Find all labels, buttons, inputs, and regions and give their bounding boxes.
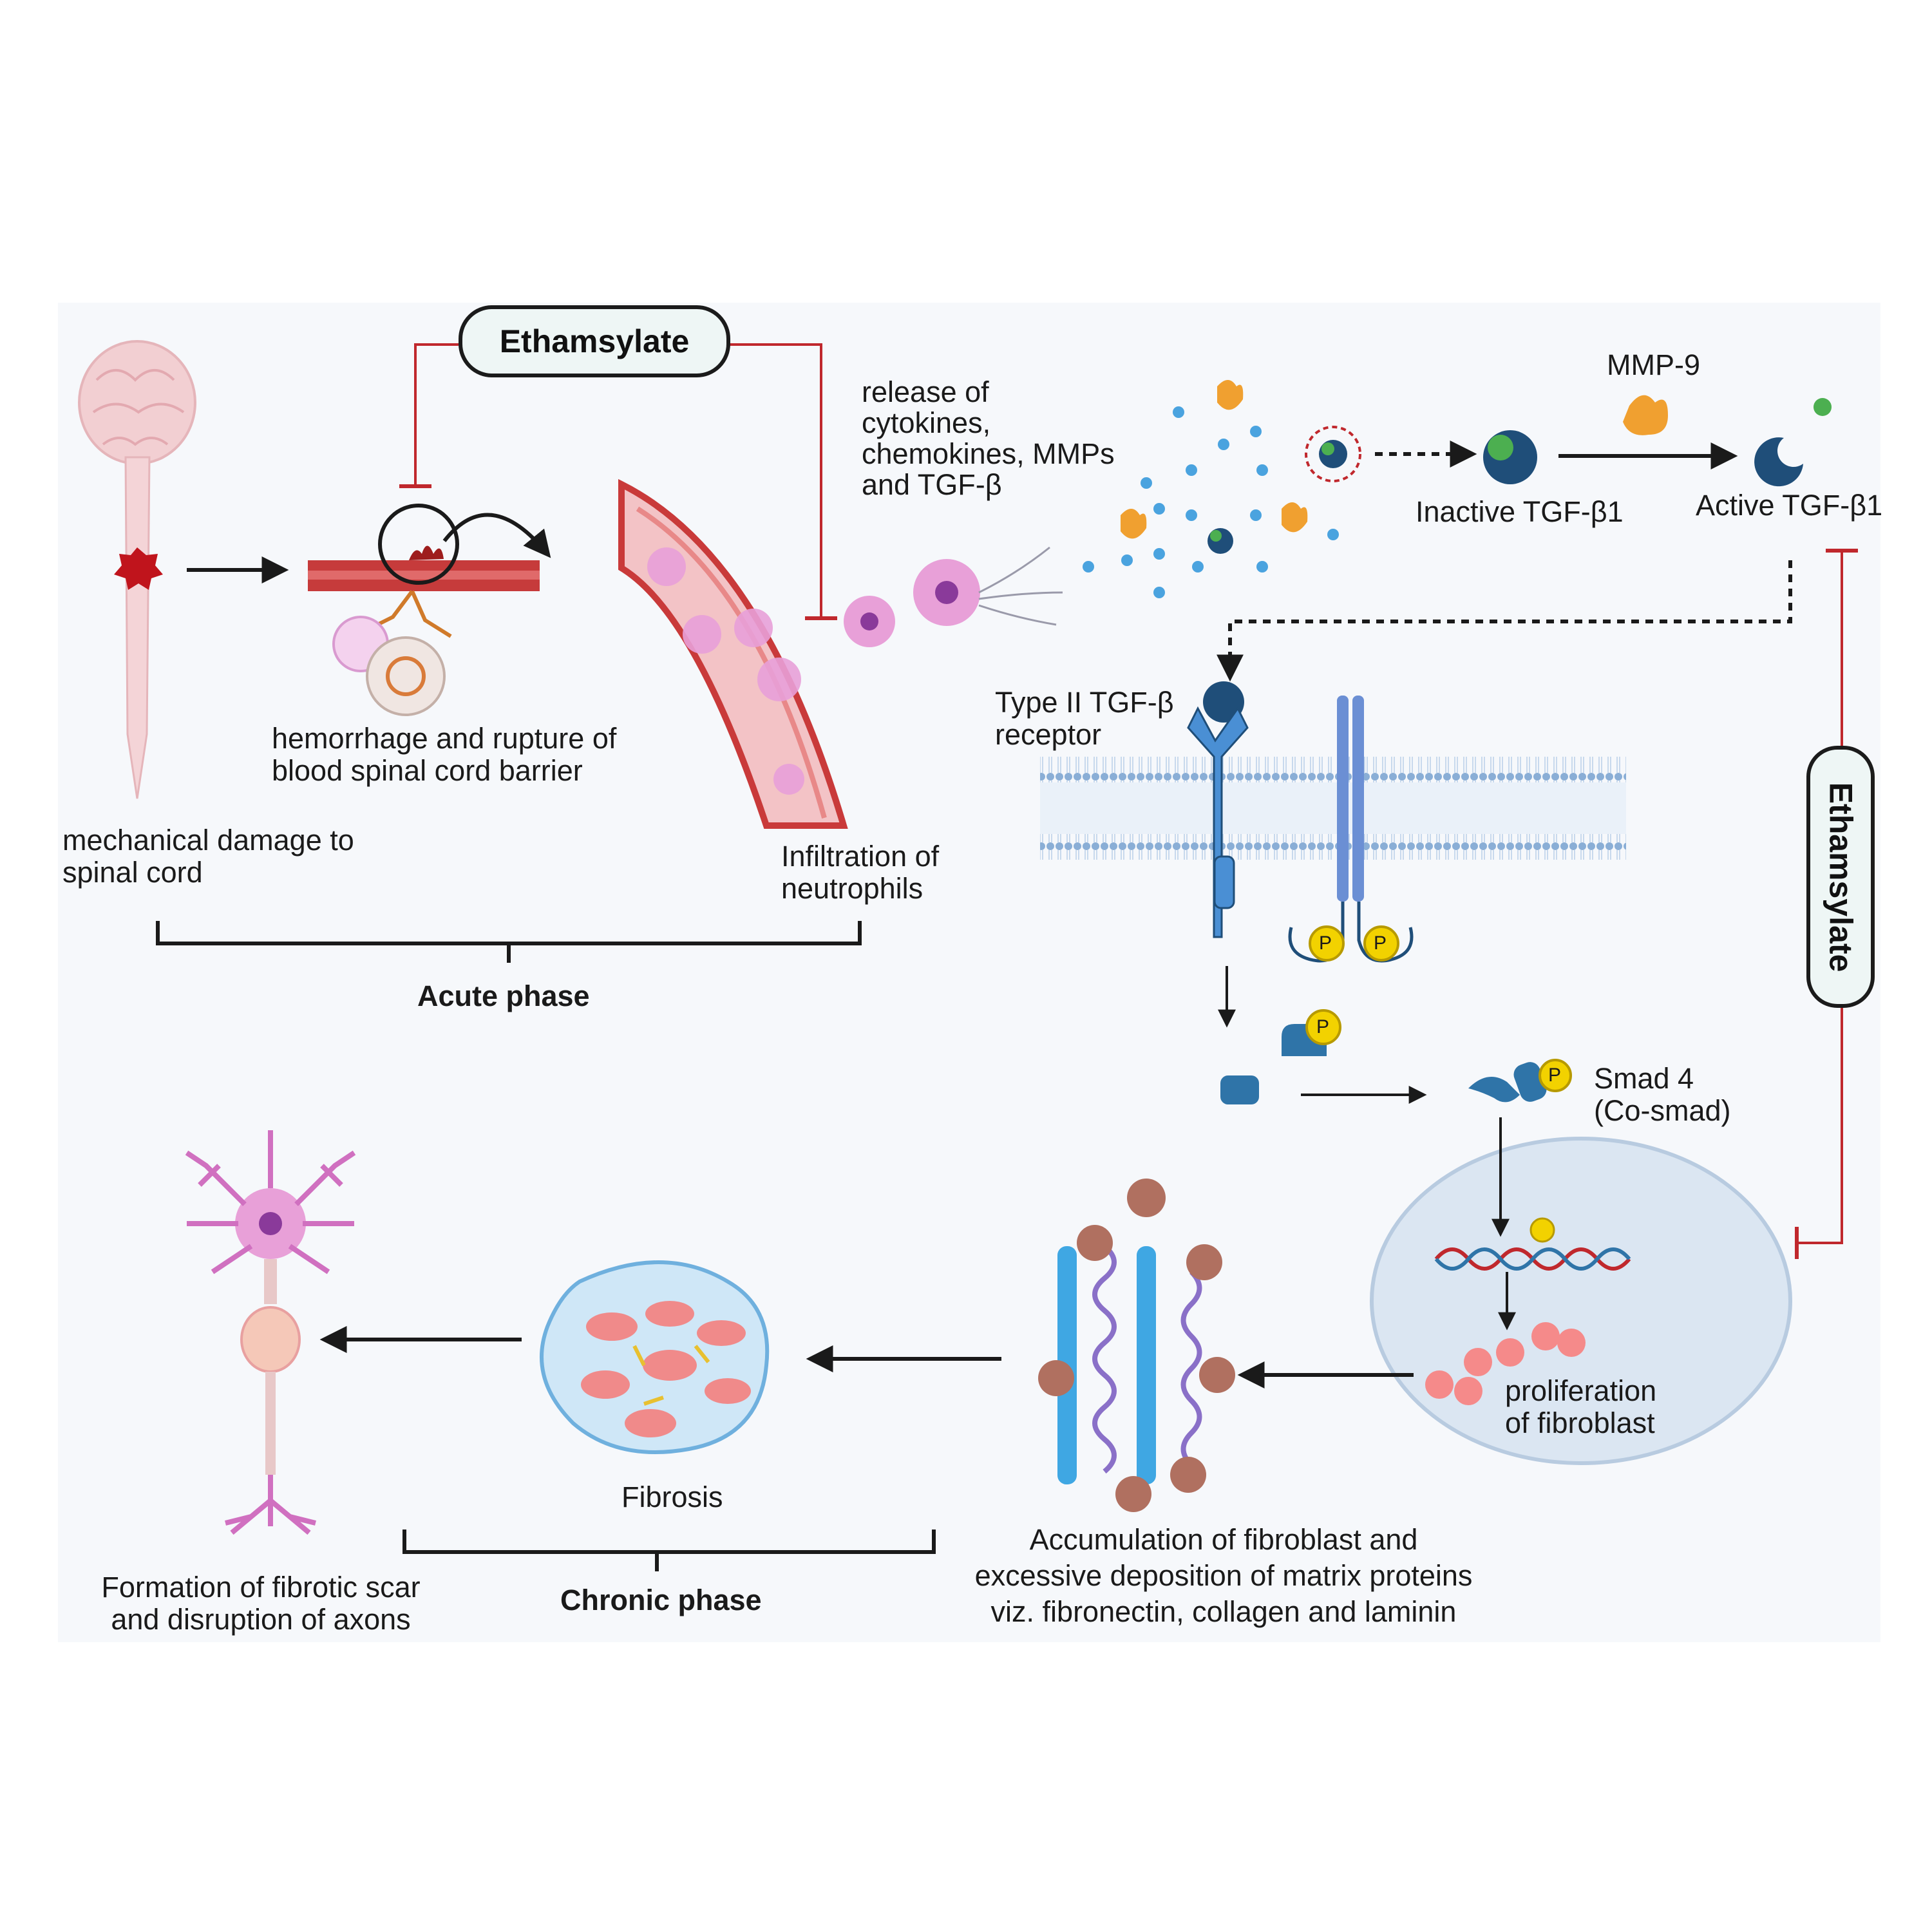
type2-receptor-illustration bbox=[1187, 681, 1249, 1028]
inhibition-lines bbox=[399, 343, 1858, 1259]
neuron-illustration bbox=[185, 1130, 356, 1535]
ethamsylate-top-label: Ethamsylate bbox=[459, 305, 730, 377]
mmp9-label: MMP-9 bbox=[1607, 348, 1700, 381]
scar-label: Formation of fibrotic scar and disruptio… bbox=[101, 1571, 421, 1636]
phospho-label: P bbox=[1316, 1016, 1330, 1037]
accumulation-label: Accumulation of fibroblast and excessive… bbox=[974, 1523, 1473, 1628]
fibrosis-illustration bbox=[540, 1260, 770, 1454]
hemorrhage-label: hemorrhage and rupture of blood spinal c… bbox=[272, 722, 617, 787]
infiltration-label: Infiltration of neutrophils bbox=[781, 840, 940, 905]
smad-illustration bbox=[1220, 1009, 1572, 1104]
acute-phase-bracket bbox=[156, 921, 862, 963]
mmp9-icon bbox=[1623, 395, 1668, 435]
receptor-label: Type II TGF-β receptor bbox=[995, 686, 1174, 751]
acute-phase-label: Acute phase bbox=[417, 980, 590, 1012]
released-mediators-illustration bbox=[1083, 380, 1477, 598]
injury-site-icon bbox=[114, 547, 163, 590]
inactive-tgf-label: Inactive TGF-β1 bbox=[1416, 495, 1624, 528]
matrix-accumulation-illustration bbox=[1038, 1179, 1235, 1512]
ethamsylate-right-label: Ethamsylate bbox=[1823, 782, 1859, 972]
active-tgf-label: Active TGF-β1 bbox=[1696, 489, 1883, 522]
mechanical-damage-label: mechanical damage to spinal cord bbox=[62, 824, 354, 889]
active-tgf-icon bbox=[1754, 437, 1803, 487]
nucleus-illustration bbox=[1370, 1117, 1792, 1465]
cell-membrane-illustration bbox=[1040, 757, 1626, 860]
release-label: release of cytokines, chemokines, MMPs a… bbox=[862, 375, 1115, 501]
proliferation-label: proliferation of fibroblast bbox=[1505, 1374, 1657, 1439]
phospho-label: P bbox=[1319, 933, 1332, 954]
ethamsylate-right-box: Ethamsylate bbox=[1806, 746, 1875, 1008]
tgf-activation-illustration bbox=[1217, 395, 1832, 682]
vessel-wall-neutrophils-illustration bbox=[618, 478, 1063, 829]
smad4-label: Smad 4 (Co-smad) bbox=[1594, 1062, 1731, 1127]
chronic-phase-bracket bbox=[402, 1530, 936, 1571]
inactive-tgf-icon bbox=[1483, 430, 1537, 484]
phospho-label: P bbox=[1374, 933, 1387, 954]
phospho-icon bbox=[1309, 925, 1345, 961]
brain-spinal-cord-illustration bbox=[78, 340, 196, 799]
fibrosis-label: Fibrosis bbox=[621, 1481, 723, 1513]
phospho-label: P bbox=[1548, 1065, 1562, 1086]
phospho-icon bbox=[1363, 925, 1399, 961]
type1-receptor-illustration bbox=[1288, 696, 1414, 963]
chronic-phase-label: Chronic phase bbox=[560, 1584, 762, 1616]
ruptured-vessel-illustration bbox=[308, 504, 551, 716]
